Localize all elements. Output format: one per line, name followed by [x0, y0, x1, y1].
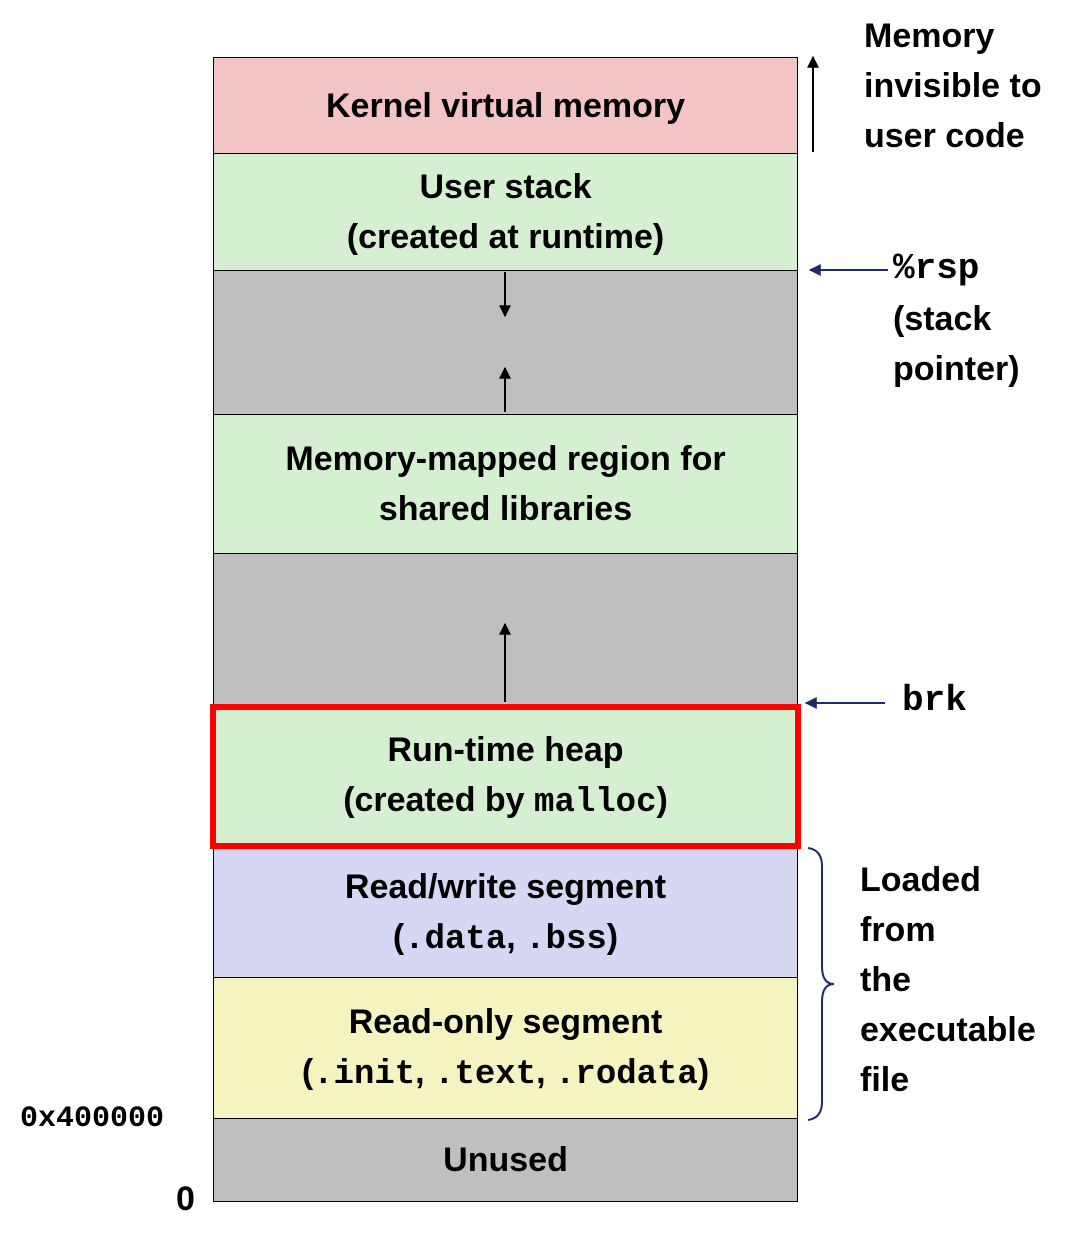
rsp-register-label: %rsp	[893, 248, 980, 289]
read-only-segment: Read-only segment (.init, .text, .rodata…	[213, 977, 798, 1119]
rw-label: Read/write segment	[344, 867, 667, 906]
malloc-code: malloc	[534, 784, 657, 822]
mmap-label-line2: shared libraries	[378, 490, 633, 528]
user-stack-label: User stack	[419, 168, 592, 206]
address-0x400000: 0x400000	[20, 1102, 165, 1136]
ro-label: Read-only segment	[348, 1002, 663, 1041]
memory-mapped-region-segment: Memory-mapped region for shared librarie…	[213, 414, 798, 554]
user-stack-sublabel: (created at runtime)	[346, 218, 665, 256]
mmap-label-line1: Memory-mapped region for	[285, 440, 726, 478]
stack-pointer-note: (stack pointer)	[893, 300, 1020, 388]
read-write-segment: Read/write segment (.data, .bss)	[213, 848, 798, 978]
ro-sublabel: (.init, .text, .rodata)	[301, 1052, 710, 1094]
unused-label: Unused	[443, 1141, 568, 1179]
kernel-virtual-memory-segment: Kernel virtual memory	[213, 57, 798, 154]
loaded-from-executable-note: Loaded from the executable file	[860, 861, 1036, 1099]
heap-highlight-box	[210, 704, 801, 849]
rw-sublabel: (.data, .bss)	[392, 917, 619, 959]
run-time-heap-segment: Run-time heap (created by malloc)	[213, 704, 798, 849]
kernel-invisible-note: Memory invisible to user code	[864, 17, 1042, 155]
heap-sublabel: (created by malloc)	[343, 781, 668, 822]
brk-label: brk	[902, 680, 967, 721]
loaded-brace	[807, 847, 835, 1121]
heap-label: Run-time heap	[387, 731, 624, 769]
address-zero: 0	[176, 1180, 195, 1218]
kernel-segment-label: Kernel virtual memory	[325, 86, 686, 125]
unused-segment: Unused	[213, 1118, 798, 1202]
